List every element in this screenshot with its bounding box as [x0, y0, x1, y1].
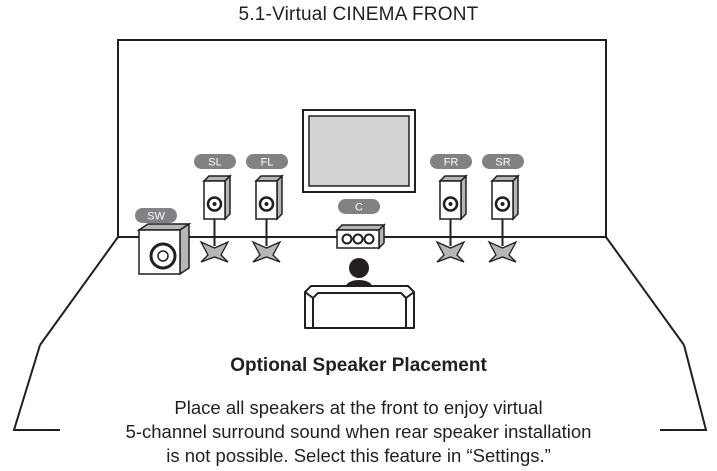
label-sl: SL: [208, 157, 221, 169]
sofa-icon: [304, 285, 415, 329]
label-sw-pill: SW: [135, 208, 177, 223]
label-sr-pill: SR: [482, 154, 524, 169]
speaker-sr-icon: [487, 174, 520, 263]
label-c: C: [355, 202, 363, 214]
speaker-fl-icon: [251, 174, 284, 263]
diagram-title: 5.1-Virtual CINEMA FRONT: [238, 4, 479, 25]
room-outline: [12, 39, 708, 431]
tv-screen: [302, 109, 416, 193]
speaker-fr-icon: [435, 174, 468, 263]
description-line: is not possible. Select this feature in …: [164, 445, 553, 466]
description-line: Place all speakers at the front to enjoy…: [172, 397, 545, 418]
placement-description: Place all speakers at the front to enjoy…: [0, 396, 717, 468]
label-fr-pill: FR: [430, 154, 472, 169]
speaker-sl-icon: [199, 174, 232, 263]
label-c-pill: C: [338, 199, 380, 214]
label-fl: FL: [261, 157, 274, 169]
description-line: 5-channel surround sound when rear speak…: [123, 421, 594, 442]
label-sw: SW: [147, 211, 165, 223]
label-fr: FR: [444, 157, 459, 169]
label-sr: SR: [495, 157, 510, 169]
label-sl-pill: SL: [194, 154, 236, 169]
placement-heading: Optional Speaker Placement: [230, 355, 487, 376]
speaker-c-icon: [335, 223, 386, 250]
subwoofer-icon: [136, 222, 192, 276]
label-fl-pill: FL: [246, 154, 288, 169]
